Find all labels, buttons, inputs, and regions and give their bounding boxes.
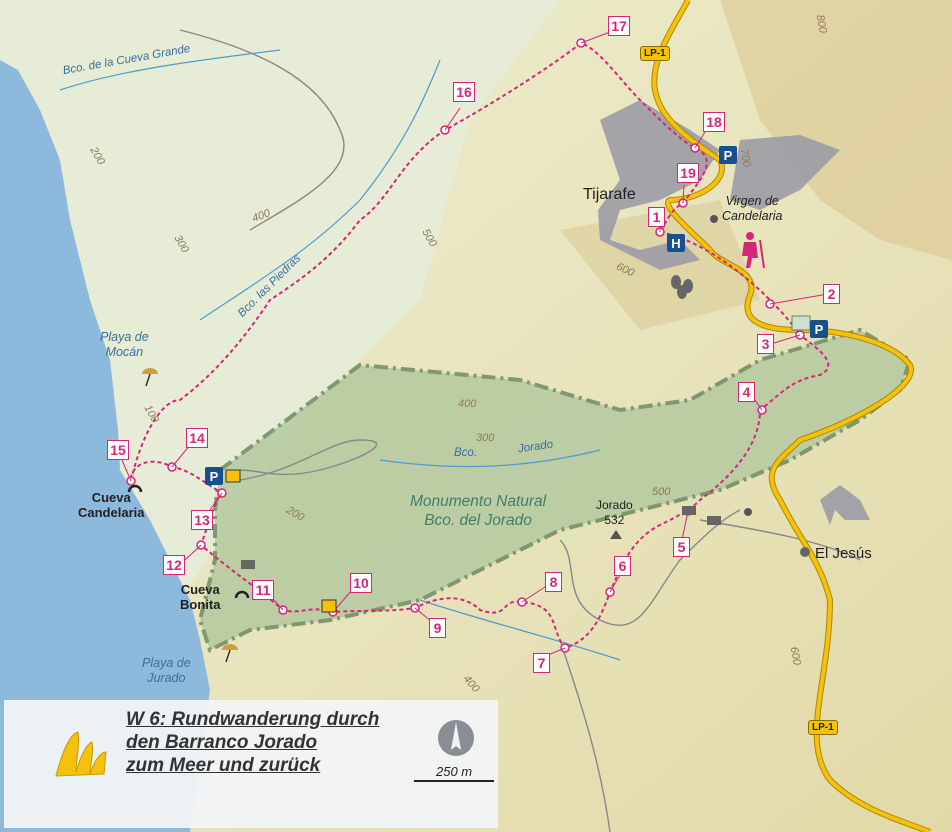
waypoint-label-12: 12 bbox=[163, 555, 185, 575]
contour-label: 300 bbox=[476, 432, 495, 444]
chapel-icon-2 bbox=[744, 508, 752, 516]
sea-area bbox=[0, 60, 210, 832]
peak-icon bbox=[610, 530, 622, 539]
waypoint-label-13: 13 bbox=[191, 510, 213, 530]
park-area bbox=[197, 327, 913, 653]
waypoint-label-11: 11 bbox=[252, 580, 274, 600]
waypoint-leaders bbox=[121, 31, 829, 656]
route-logo-icon bbox=[55, 731, 107, 777]
waypoint-label-1: 1 bbox=[648, 207, 665, 227]
parking-icon: P bbox=[205, 467, 223, 485]
waypoint-label-19: 19 bbox=[677, 163, 699, 183]
waypoint-label-4: 4 bbox=[738, 382, 755, 402]
waypoint-label-9: 9 bbox=[429, 618, 446, 638]
hiker-icon bbox=[742, 232, 765, 269]
waypoint-label-8: 8 bbox=[545, 572, 562, 592]
parking-icon: P bbox=[719, 146, 737, 164]
chapel-icon bbox=[710, 215, 718, 223]
garden-icon bbox=[671, 275, 693, 299]
scale-label: 250 m bbox=[436, 764, 473, 779]
river-label: Bco. bbox=[454, 447, 478, 459]
waypoint-label-17: 17 bbox=[608, 16, 630, 36]
waypoint-label-3: 3 bbox=[757, 334, 774, 354]
road-sign-lp1: LP-1 bbox=[640, 46, 670, 61]
hospital-icon: H bbox=[667, 234, 685, 252]
monument-icon bbox=[791, 315, 811, 331]
waypoint-label-16: 16 bbox=[453, 82, 475, 102]
place-el-jesus: El Jesús bbox=[815, 545, 872, 562]
north-arrow-icon bbox=[438, 720, 474, 756]
waypoint-label-14: 14 bbox=[186, 428, 208, 448]
waypoint-label-2: 2 bbox=[823, 284, 840, 304]
waypoint-label-10: 10 bbox=[350, 573, 372, 593]
scale-bar bbox=[414, 780, 494, 782]
waypoint-label-15: 15 bbox=[107, 440, 129, 460]
waypoint-label-7: 7 bbox=[533, 653, 550, 673]
waypoint-label-5: 5 bbox=[673, 537, 690, 557]
viewpoint-icon-2 bbox=[321, 599, 337, 613]
beach-umbrella-icon-2 bbox=[222, 644, 238, 663]
village-dot-icon bbox=[800, 547, 810, 557]
cave-icon bbox=[127, 484, 143, 493]
cave-icon-2 bbox=[234, 590, 250, 599]
road-sign-lp1-south: LP-1 bbox=[808, 720, 838, 735]
route-title: W 6: Rundwanderung durch den Barranco Jo… bbox=[126, 709, 380, 776]
parking-icon: P bbox=[810, 320, 828, 338]
waypoint-label-6: 6 bbox=[614, 556, 631, 576]
village-area bbox=[598, 100, 720, 270]
streams bbox=[59, 49, 621, 661]
beach-umbrella-icon bbox=[142, 368, 158, 387]
place-tijarafe: Tijarafe bbox=[583, 186, 636, 203]
contour-label: 400 bbox=[458, 398, 477, 410]
map-legend: W 6: Rundwanderung durch den Barranco Jo… bbox=[4, 700, 498, 828]
contour-label: 500 bbox=[652, 486, 671, 498]
waypoint-label-18: 18 bbox=[703, 112, 725, 132]
viewpoint-icon bbox=[225, 469, 241, 483]
